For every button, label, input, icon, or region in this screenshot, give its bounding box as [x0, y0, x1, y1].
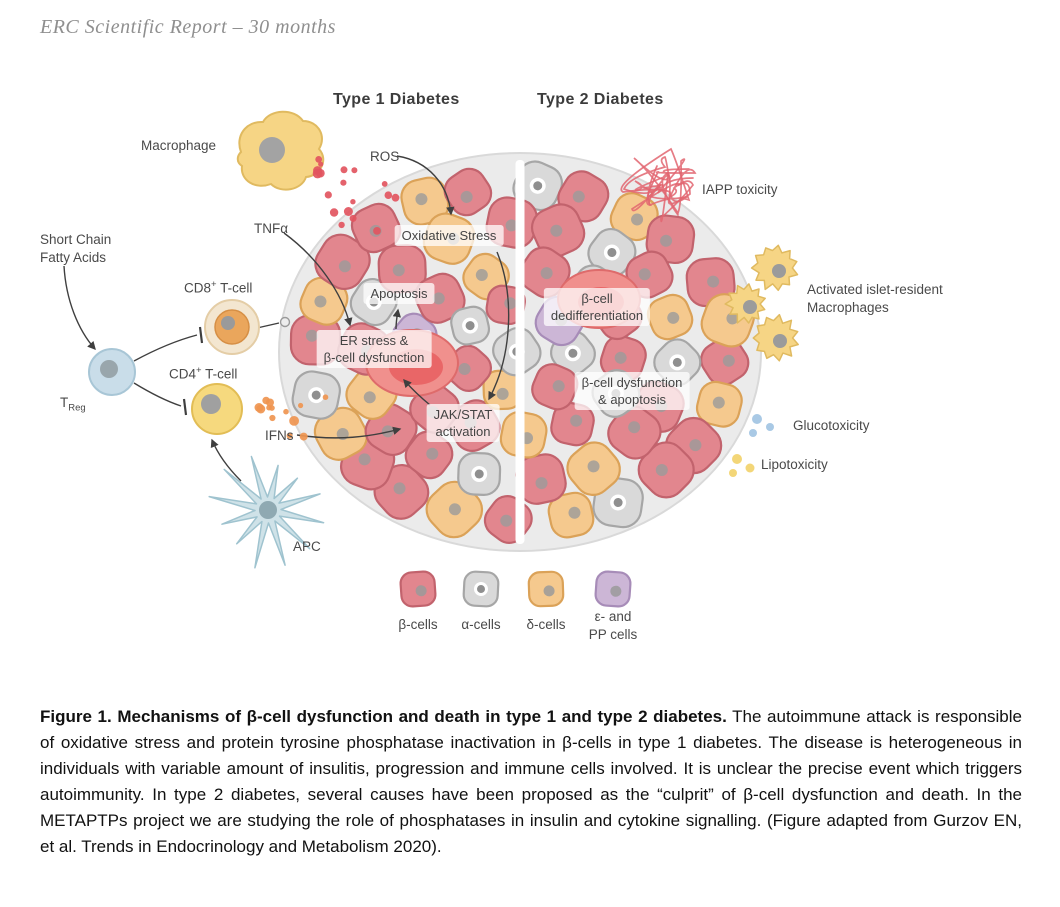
cd4-tcell-label: CD4+ T-cell	[169, 365, 238, 382]
er-stress-label: ER stress & β-cell dysfunction	[316, 330, 432, 368]
ifns-label: IFNs	[265, 428, 294, 443]
beta-cell-dysfunction-label: β-cell dysfunction & apoptosis	[574, 372, 690, 410]
cd8-tcell	[204, 299, 260, 355]
cd8-tcell-label: CD8+ T-cell	[184, 279, 253, 296]
legend-alpha-swatch	[462, 570, 500, 608]
legend-epsilon-pp-label: ε- and PP cells	[588, 609, 638, 642]
figure-caption-bold: Figure 1. Mechanisms of β-cell dysfuncti…	[40, 707, 727, 726]
arrow-jak-to-er	[403, 378, 431, 406]
beta-cell-dedifferentiation-label: β-cell dedifferentiation	[543, 288, 651, 326]
glucotoxicity-label: Glucotoxicity	[793, 418, 870, 433]
arrow-ros-to-oxidative-stress	[396, 155, 455, 216]
inhibit-treg-to-cd8	[133, 334, 198, 362]
glucotoxicity-dots	[749, 414, 774, 437]
figure-caption: Figure 1. Mechanisms of β-cell dysfuncti…	[40, 704, 1022, 860]
iapp-toxicity-label: IAPP toxicity	[702, 182, 778, 197]
legend-alpha-label: α-cells	[461, 617, 501, 632]
arrow-apc-to-cd4	[210, 438, 242, 482]
oxidative-stress-label: Oxidative Stress	[394, 225, 504, 246]
islet-divider	[515, 160, 525, 544]
title-type1-diabetes: Type 1 Diabetes	[333, 91, 460, 108]
arrow-er-to-apoptosis	[392, 308, 401, 330]
apc-label: APC	[293, 539, 321, 554]
apc-cell	[208, 455, 325, 569]
short-chain-fatty-acids-label: Short Chain Fatty Acids	[40, 232, 112, 265]
activated-macrophages	[724, 244, 799, 362]
macrophage-cell	[236, 110, 325, 191]
ros-label: ROS	[370, 149, 400, 164]
arrow-tnfa-to-islet	[283, 232, 353, 327]
iapp-fibrils	[620, 147, 697, 223]
macrophage-label: Macrophage	[141, 138, 217, 153]
arrow-scfa-to-treg	[63, 265, 96, 351]
apoptosis-label: Apoptosis	[363, 283, 435, 304]
cd8-synapse-line	[256, 322, 280, 329]
legend-delta-swatch	[527, 570, 565, 608]
treg-label: TReg	[60, 395, 86, 414]
treg-cell	[88, 348, 136, 396]
report-header: ERC Scientific Report – 30 months	[40, 16, 336, 38]
lipotoxicity-label: Lipotoxicity	[761, 457, 828, 472]
legend-delta-label: δ-cells	[526, 617, 566, 632]
jak-stat-label: JAK/STAT activation	[426, 404, 500, 442]
arrow-oxidative-stress-to-jak	[488, 251, 510, 401]
arrow-ifns-to-jak	[296, 426, 402, 439]
cd8-synapse-knob	[279, 316, 291, 328]
lipotoxicity-dots	[729, 454, 755, 477]
figure-caption-text: The autoimmune attack is responsible of …	[40, 707, 1022, 856]
tnfa-label: TNFα	[254, 221, 289, 236]
legend-beta-label: β-cells	[398, 617, 438, 632]
title-type2-diabetes: Type 2 Diabetes	[537, 91, 664, 108]
ifn-particles	[254, 394, 329, 441]
ros-particles	[312, 156, 400, 235]
legend-beta-swatch	[399, 570, 437, 608]
inhibit-bar-cd4	[182, 398, 188, 416]
activated-macrophages-label: Activated islet-resident Macrophages	[807, 282, 943, 315]
inhibit-bar-cd8	[198, 326, 204, 344]
arrows	[63, 155, 510, 482]
legend-epsilon-pp-swatch	[594, 570, 632, 608]
inhibit-treg-to-cd4	[133, 382, 182, 407]
cd4-tcell	[191, 383, 243, 435]
